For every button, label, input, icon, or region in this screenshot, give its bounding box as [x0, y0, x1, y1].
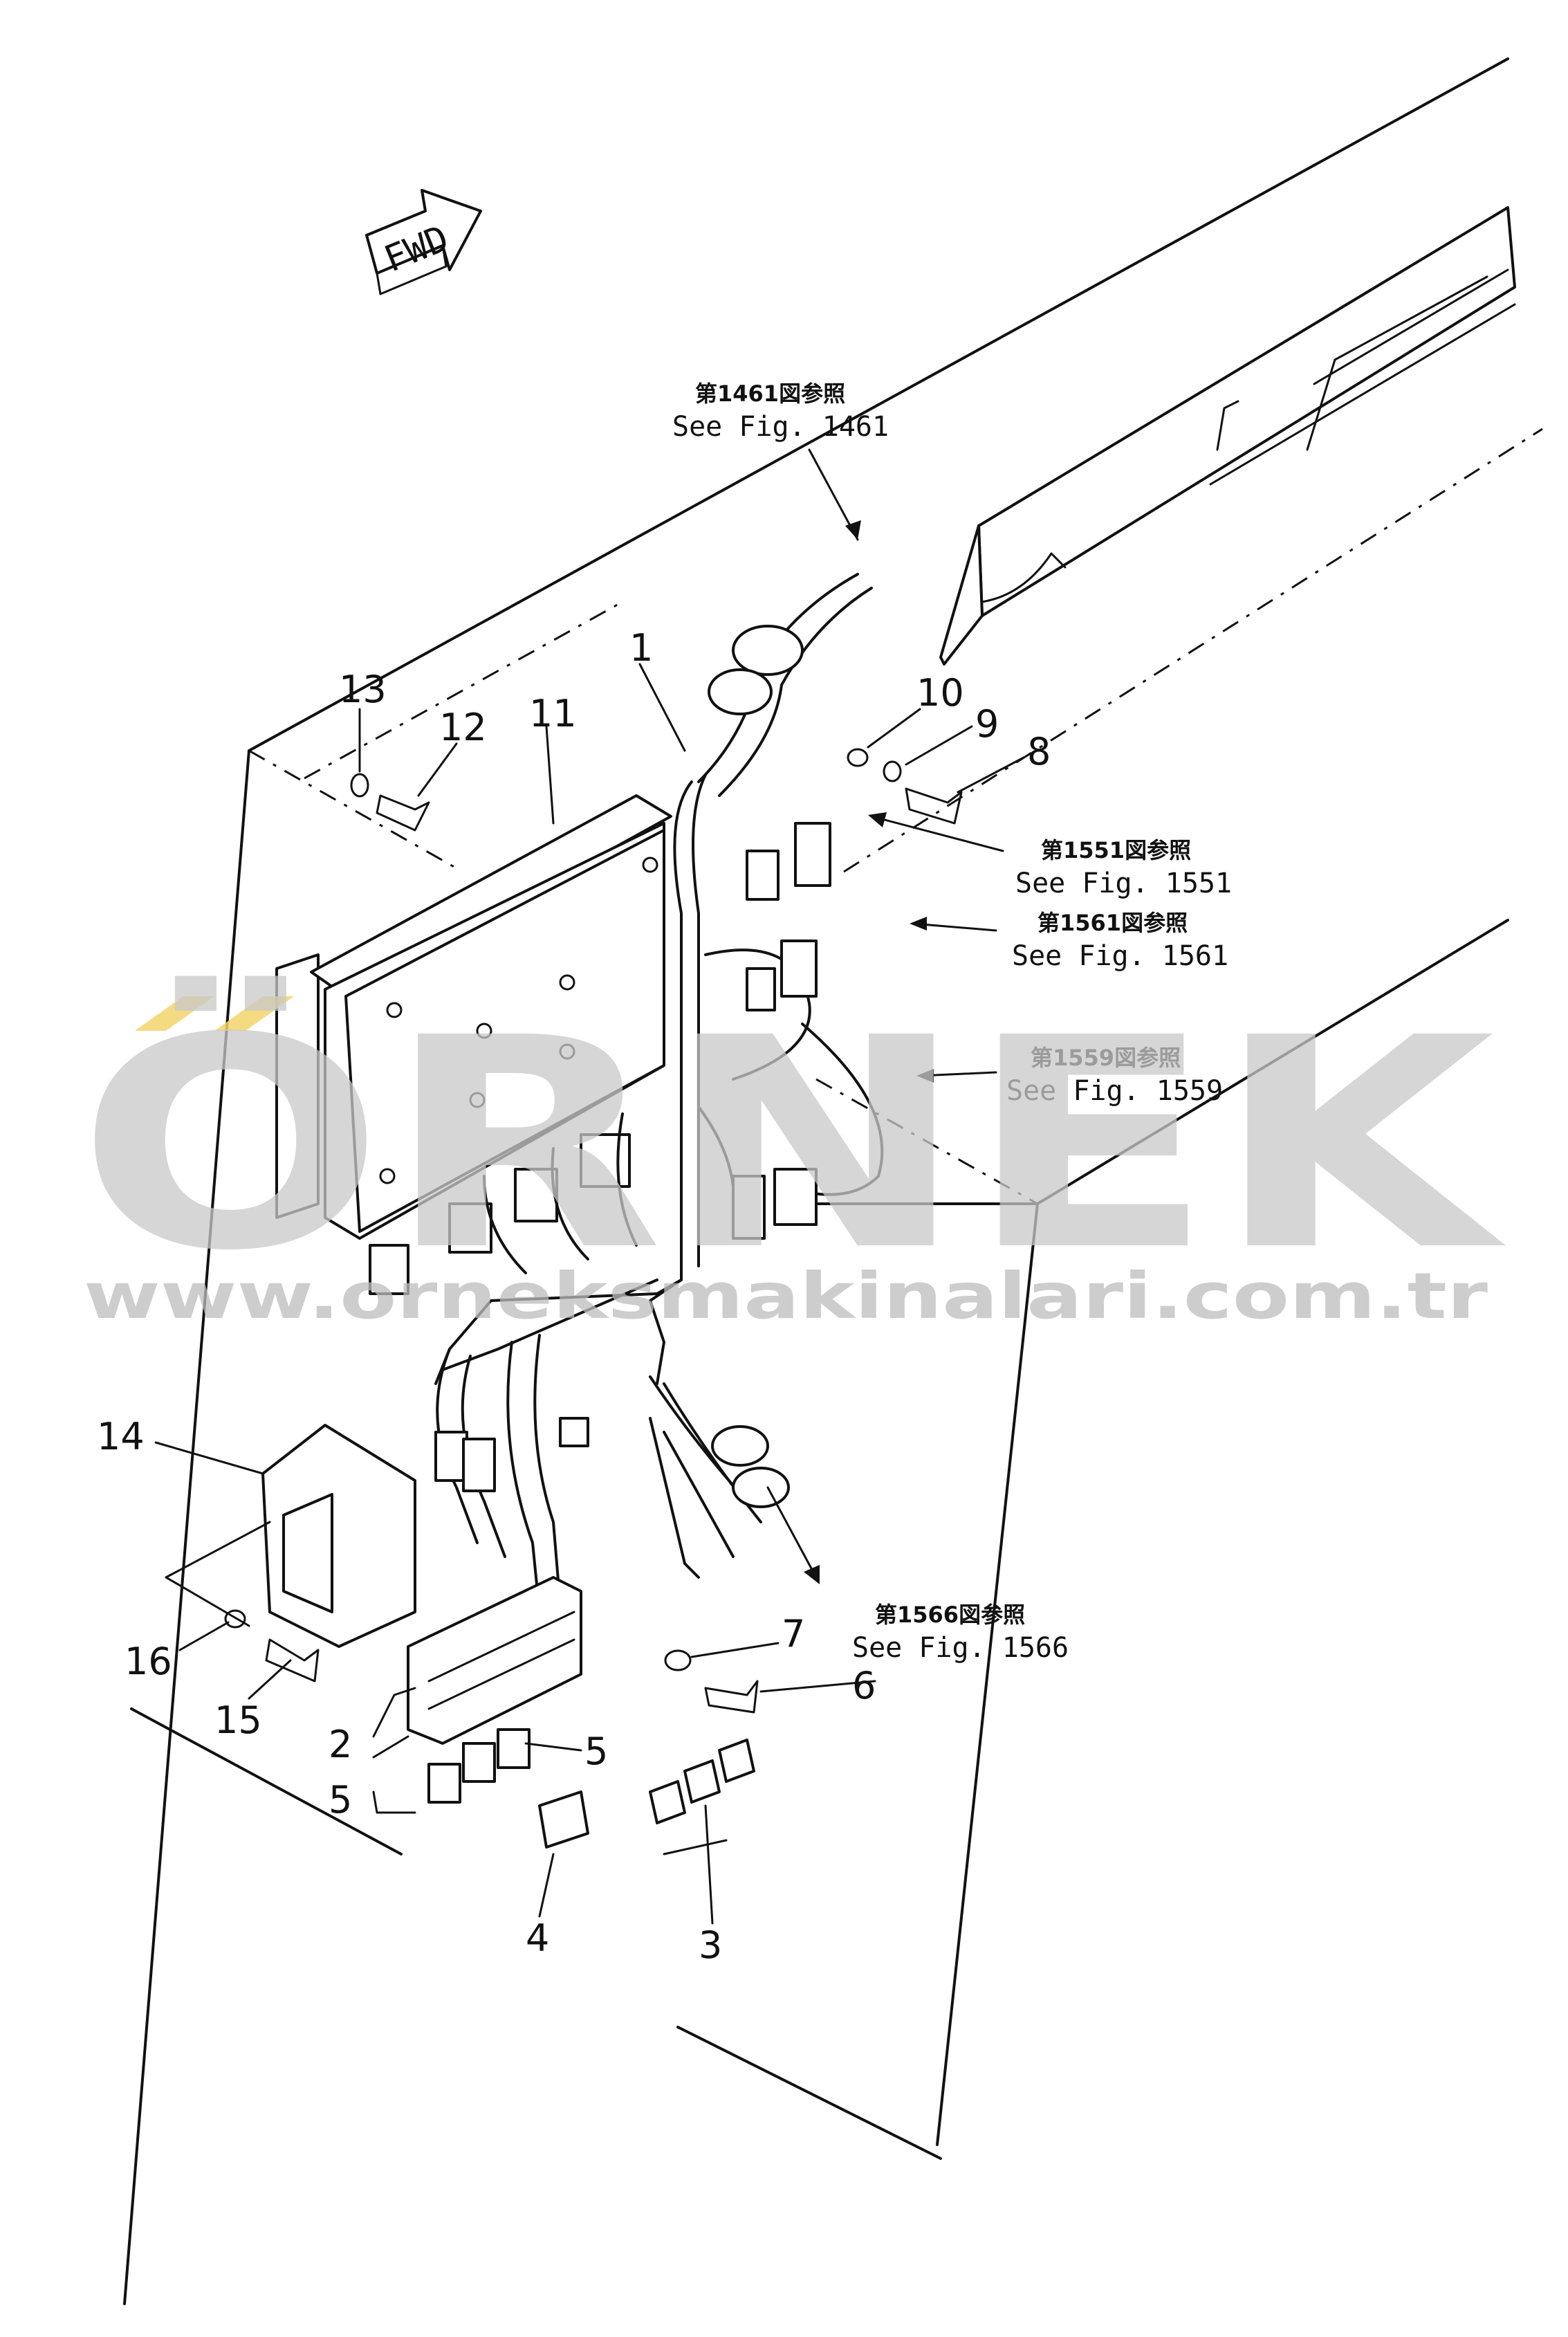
callout-arrows [766, 448, 1004, 1584]
ref-fig-1561[interactable]: 第1561図参照 See Fig. 1561 [1012, 910, 1228, 972]
svg-text:第1561図参照: 第1561図参照 [1037, 910, 1188, 936]
part-number-labels: 1 2 3 4 5 5 6 7 8 9 10 11 12 13 14 15 16 [97, 626, 1051, 1967]
svg-text:第1461図参照: 第1461図参照 [695, 381, 845, 407]
part-number-8: 8 [1027, 730, 1051, 773]
upper-rail [939, 206, 1516, 666]
hardware [224, 748, 963, 1714]
part-number-5-lower: 5 [329, 1778, 352, 1822]
watermark-brand: ÖRNEK [77, 973, 1509, 1314]
part-number-5-upper: 5 [584, 1730, 608, 1773]
wiring-harness [434, 573, 884, 1613]
watermark: ÖRNEK www.orneksmakinalari.com.tr [77, 973, 1509, 1333]
svg-text:第1566図参照: 第1566図参照 [875, 1602, 1025, 1628]
figure-references: 第1461図参照 See Fig. 1461 第1551図参照 See Fig.… [672, 381, 1232, 1664]
svg-text:See Fig. 1551: See Fig. 1551 [1015, 868, 1232, 899]
controller-unit [275, 794, 672, 1295]
watermark-accent-right [214, 996, 294, 1031]
part-number-3: 3 [699, 1923, 722, 1967]
part-number-1: 1 [629, 626, 653, 670]
leader-lines [154, 663, 1025, 1925]
part-number-2: 2 [329, 1723, 352, 1766]
svg-text:See Fig. 1559: See Fig. 1559 [1006, 1075, 1223, 1107]
cab-panel-outline [123, 57, 1543, 2305]
part-number-14: 14 [97, 1415, 145, 1458]
ref-fig-1566[interactable]: 第1566図参照 See Fig. 1566 [852, 1602, 1069, 1664]
part-number-6: 6 [852, 1664, 876, 1707]
part-number-10: 10 [916, 671, 964, 715]
part-number-7: 7 [782, 1612, 805, 1656]
part-number-9: 9 [975, 702, 999, 746]
watermark-accent-left [135, 996, 214, 1031]
part-number-15: 15 [214, 1698, 262, 1742]
fuse-block [407, 1576, 755, 1849]
part-number-11: 11 [529, 692, 577, 735]
part-number-13: 13 [339, 668, 387, 711]
ref-fig-1559[interactable]: 第1559図参照 See Fig. 1559 [1006, 1045, 1223, 1107]
ref-fig-1461[interactable]: 第1461図参照 See Fig. 1461 [672, 381, 889, 443]
ref-fig-1551[interactable]: 第1551図参照 See Fig. 1551 [1015, 837, 1232, 899]
fwd-arrow: FWD [365, 189, 482, 295]
svg-text:See Fig. 1561: See Fig. 1561 [1012, 940, 1228, 972]
part-number-4: 4 [526, 1916, 549, 1960]
watermark-url: www.orneksmakinalari.com.tr [84, 1259, 1488, 1333]
svg-text:See Fig. 1566: See Fig. 1566 [852, 1632, 1069, 1664]
svg-text:See Fig. 1461: See Fig. 1461 [672, 411, 889, 443]
relay-bracket [165, 1424, 416, 1648]
svg-text:第1551図参照: 第1551図参照 [1041, 837, 1191, 863]
part-number-12: 12 [439, 706, 487, 749]
part-number-16: 16 [124, 1640, 172, 1683]
svg-text:第1559図参照: 第1559図参照 [1031, 1045, 1181, 1071]
